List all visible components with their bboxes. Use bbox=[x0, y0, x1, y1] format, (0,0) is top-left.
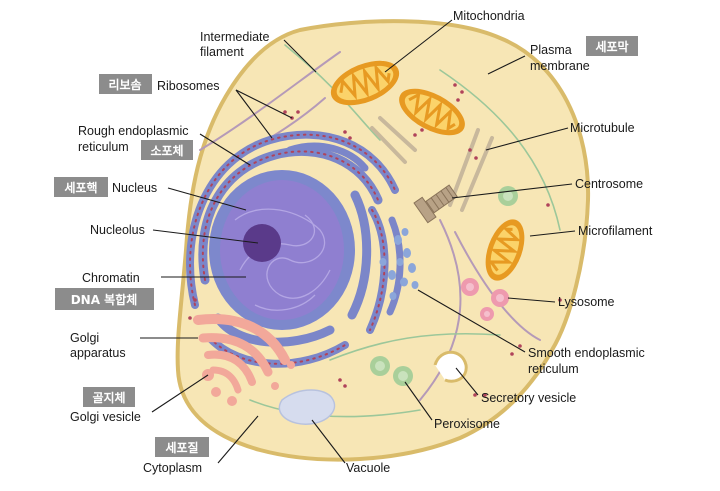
smooth-endoplasmic-reticulum bbox=[379, 228, 419, 300]
label-secretory-vesicle: Secretory vesicle bbox=[481, 391, 576, 405]
lysosomes bbox=[461, 278, 509, 321]
golgi-vesicles bbox=[202, 361, 295, 406]
label-golgi-apparatus-line1: Golgi bbox=[70, 331, 99, 345]
label-nucleus: Nucleus bbox=[112, 181, 157, 195]
intermediate-filament bbox=[419, 219, 462, 401]
nucleus bbox=[209, 170, 355, 330]
leader-lines bbox=[140, 19, 576, 464]
mitochondria bbox=[330, 60, 525, 281]
microfilament bbox=[329, 332, 501, 361]
free-ribosomes bbox=[188, 83, 562, 397]
badge-nucleus: 세포핵 bbox=[54, 177, 108, 197]
label-lysosome: Lysosome bbox=[558, 295, 615, 309]
golgi-apparatus bbox=[193, 314, 290, 394]
nucleolus bbox=[243, 224, 281, 262]
label-plasma-membrane-line1: Plasma bbox=[530, 43, 572, 57]
microtubule bbox=[370, 126, 407, 164]
nucleoplasm bbox=[220, 180, 344, 320]
badge-cytoplasm: 세포질 bbox=[155, 437, 209, 457]
intermediate-filament bbox=[199, 51, 341, 151]
labels: Intermediate filament Mitochondria Plasm… bbox=[70, 9, 653, 475]
svg-text:소포체: 소포체 bbox=[150, 143, 183, 158]
label-plasma-membrane-line2: membrane bbox=[530, 59, 590, 73]
secretory-vesicle bbox=[433, 350, 468, 383]
korean-badges: 세포막 리보솜 소포체 세포핵 DNA 복합체 골지체 세포질 bbox=[54, 36, 638, 457]
microfilament bbox=[249, 399, 421, 418]
badge-plasma-membrane: 세포막 bbox=[586, 36, 638, 56]
badge-ribosomes: 리보솜 bbox=[99, 74, 152, 94]
label-microfilament: Microfilament bbox=[578, 224, 653, 238]
badge-rough-er: 소포체 bbox=[141, 140, 193, 160]
microtubule bbox=[378, 116, 417, 152]
label-chromatin: Chromatin bbox=[82, 271, 140, 285]
label-rough-er-line2: reticulum bbox=[78, 140, 129, 154]
label-golgi-vesicle: Golgi vesicle bbox=[70, 410, 141, 424]
vacuole bbox=[278, 389, 336, 425]
label-nucleolus: Nucleolus bbox=[90, 223, 145, 237]
label-centrosome: Centrosome bbox=[575, 177, 643, 191]
rough-endoplasmic-reticulum bbox=[186, 130, 404, 368]
label-cytoplasm: Cytoplasm bbox=[143, 461, 202, 475]
microfilament bbox=[439, 69, 561, 231]
svg-text:세포질: 세포질 bbox=[165, 440, 198, 455]
label-smooth-er-line2: reticulum bbox=[528, 362, 579, 376]
svg-text:리보솜: 리보솜 bbox=[108, 77, 141, 92]
label-peroxisome: Peroxisome bbox=[434, 417, 500, 431]
centrosome bbox=[413, 184, 458, 224]
svg-text:골지체: 골지체 bbox=[92, 390, 125, 405]
label-microtubule: Microtubule bbox=[570, 121, 635, 135]
label-vacuole: Vacuole bbox=[346, 461, 390, 475]
label-golgi-apparatus-line2: apparatus bbox=[70, 346, 126, 360]
svg-text:DNA 복합체: DNA 복합체 bbox=[71, 292, 138, 307]
intermediate-filament bbox=[454, 231, 541, 341]
label-smooth-er-line1: Smooth endoplasmic bbox=[528, 346, 645, 360]
label-intermediate-filament-line1: Intermediate bbox=[200, 30, 270, 44]
badge-golgi-vesicle: 골지체 bbox=[83, 387, 135, 407]
badge-chromatin: DNA 복합체 bbox=[55, 288, 154, 310]
label-intermediate-filament-line2: filament bbox=[200, 45, 244, 59]
svg-text:세포막: 세포막 bbox=[595, 39, 628, 54]
cytoskeleton bbox=[199, 44, 561, 418]
label-ribosomes: Ribosomes bbox=[157, 79, 220, 93]
svg-text:세포핵: 세포핵 bbox=[64, 180, 97, 195]
label-rough-er-line1: Rough endoplasmic bbox=[78, 124, 189, 138]
label-mitochondria: Mitochondria bbox=[453, 9, 525, 23]
